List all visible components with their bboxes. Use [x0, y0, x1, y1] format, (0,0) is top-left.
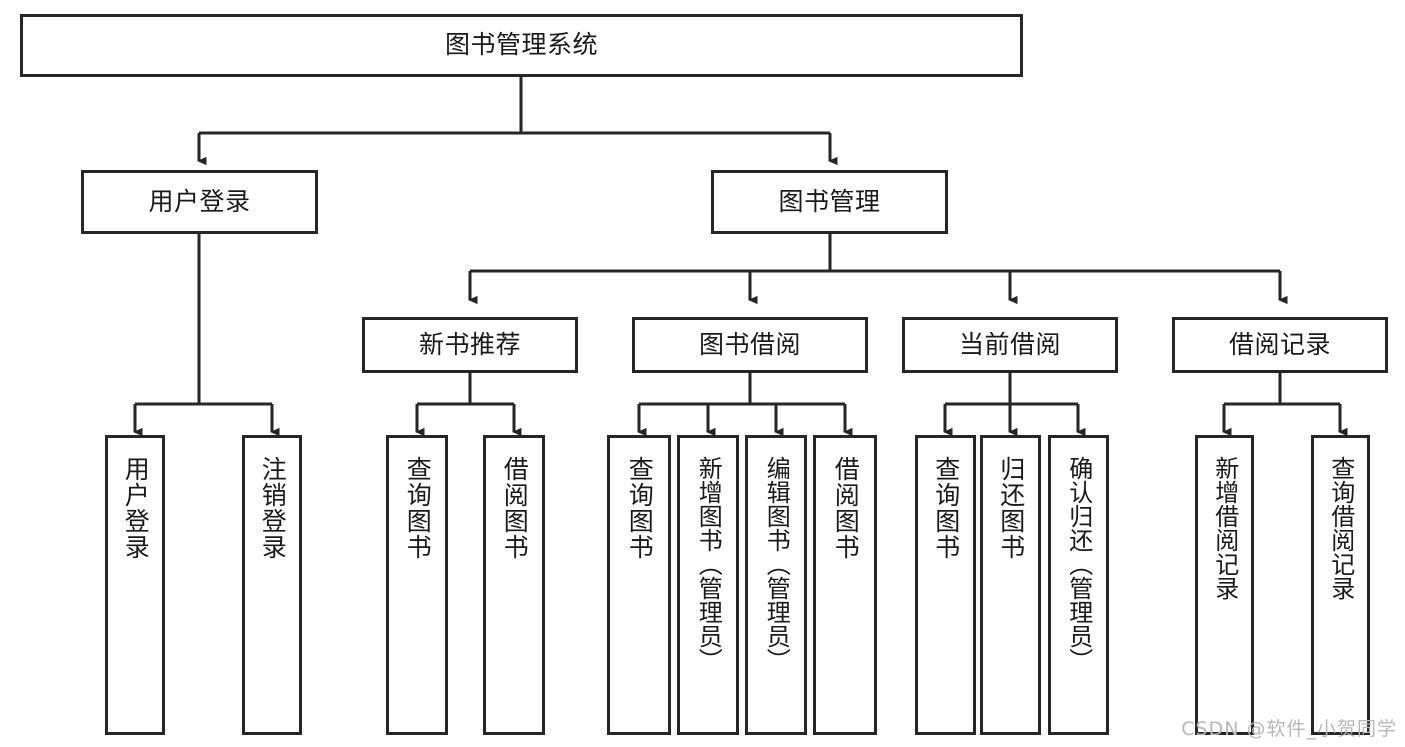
node-label: 确认归还（管理员）	[1064, 456, 1093, 672]
leaf-book-borrow-add[interactable]: 新增图书（管理员）	[677, 435, 739, 735]
leaf-book-borrow-borrow[interactable]: 借阅图书	[813, 435, 877, 735]
leaf-book-borrow-query[interactable]: 查询图书	[607, 435, 671, 735]
leaf-borrow-record-query[interactable]: 查询借阅记录	[1311, 435, 1370, 735]
node-label: 查询图书	[931, 456, 961, 560]
node-label: 注销登录	[258, 456, 288, 560]
node-label: 借阅记录	[1228, 329, 1331, 359]
node-label: 借阅图书	[500, 456, 530, 560]
node-current-borrow[interactable]: 当前借阅	[902, 317, 1118, 373]
node-label: 借阅图书	[831, 456, 861, 560]
node-label: 用户登录	[148, 186, 251, 216]
leaf-borrow-record-add[interactable]: 新增借阅记录	[1195, 435, 1254, 735]
node-label: 图书管理系统	[444, 30, 598, 60]
node-label: 图书借阅	[698, 329, 801, 359]
leaf-new-book-borrow[interactable]: 借阅图书	[483, 435, 545, 735]
node-label: 编辑图书（管理员）	[762, 456, 791, 672]
node-label: 当前借阅	[958, 329, 1061, 359]
node-label: 新书推荐	[418, 329, 521, 359]
leaf-book-borrow-edit[interactable]: 编辑图书（管理员）	[745, 435, 807, 735]
node-label: 新增借阅记录	[1210, 456, 1239, 600]
leaf-current-borrow-confirm-return[interactable]: 确认归还（管理员）	[1048, 435, 1109, 735]
node-label: 查询图书	[625, 456, 655, 560]
leaf-current-borrow-return[interactable]: 归还图书	[980, 435, 1041, 735]
node-label: 查询图书	[403, 456, 433, 560]
node-label: 图书管理	[778, 186, 881, 216]
watermark-text: CSDN @软件_小贺同学	[1181, 718, 1397, 740]
node-root-system[interactable]: 图书管理系统	[20, 14, 1023, 77]
node-new-book-recommend[interactable]: 新书推荐	[362, 317, 578, 373]
node-label: 查询借阅记录	[1326, 456, 1355, 600]
leaf-user-login-logout[interactable]: 注销登录	[242, 435, 302, 735]
node-label: 用户登录	[121, 456, 151, 560]
node-label: 归还图书	[996, 456, 1026, 560]
node-borrow-record[interactable]: 借阅记录	[1172, 317, 1388, 373]
node-book-borrow[interactable]: 图书借阅	[632, 317, 868, 373]
leaf-new-book-query[interactable]: 查询图书	[386, 435, 448, 735]
leaf-user-login-login[interactable]: 用户登录	[105, 435, 165, 735]
node-user-login[interactable]: 用户登录	[81, 170, 318, 234]
node-label: 新增图书（管理员）	[694, 456, 723, 672]
node-book-management[interactable]: 图书管理	[711, 170, 948, 234]
leaf-current-borrow-query[interactable]: 查询图书	[915, 435, 976, 735]
